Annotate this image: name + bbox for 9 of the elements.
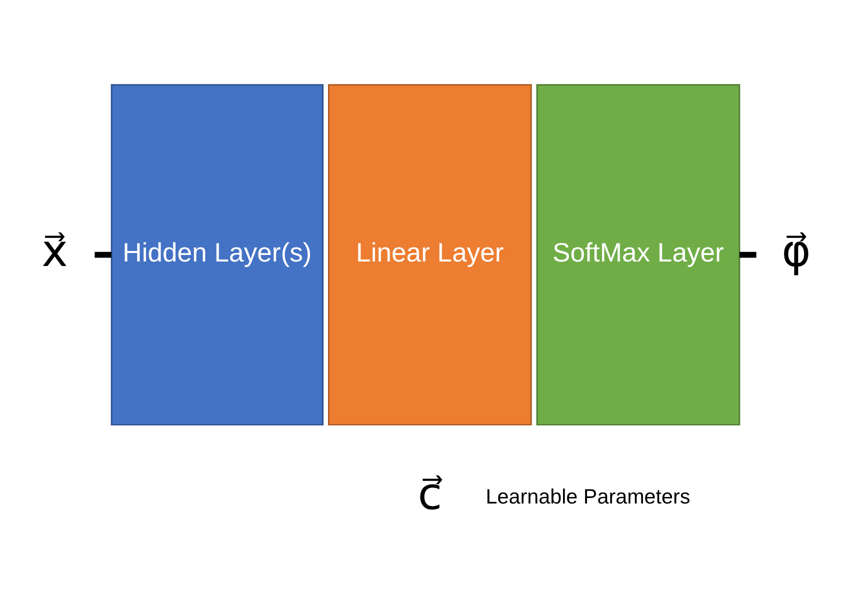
node-text: φ⃗ xyxy=(782,226,811,277)
node-box: SoftMax Layer xyxy=(536,84,740,426)
connector xyxy=(740,252,756,258)
node-box: Hidden Layer(s) xyxy=(110,84,324,426)
connector xyxy=(94,252,112,258)
label: c⃗ xyxy=(418,468,442,520)
node-box: Linear Layer xyxy=(328,84,532,426)
node-text: x⃗ xyxy=(42,226,68,277)
label: Learnable Parameters xyxy=(486,485,690,508)
